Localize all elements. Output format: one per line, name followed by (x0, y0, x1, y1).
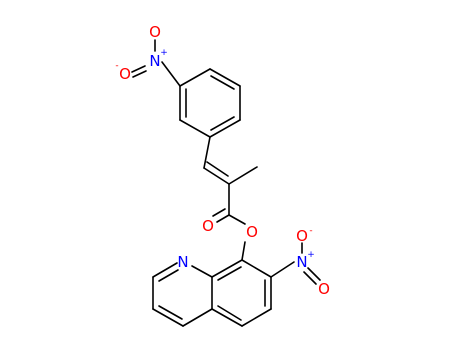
bond (206, 161, 229, 177)
bond (132, 70, 147, 78)
plus-charge: + (160, 48, 168, 58)
bond (217, 266, 242, 281)
nitrogen-atom: N (177, 253, 188, 271)
bond (191, 265, 213, 278)
bond (241, 259, 272, 278)
bond (209, 119, 241, 138)
bond (158, 269, 179, 282)
bond (228, 166, 258, 185)
bond (228, 214, 246, 225)
bond (270, 261, 295, 278)
bond (131, 65, 146, 73)
bond (241, 308, 272, 327)
minus-charge: - (309, 226, 312, 236)
bond (179, 119, 211, 138)
oxygen-atom: O (119, 65, 131, 83)
bond (203, 167, 230, 185)
bond (210, 75, 235, 90)
bond (212, 208, 226, 217)
bond (211, 259, 243, 278)
bond (211, 308, 243, 327)
bond (303, 271, 317, 285)
bond (217, 305, 242, 321)
bond (216, 214, 230, 223)
bond (210, 116, 235, 131)
bond (203, 136, 211, 169)
bond (241, 241, 246, 261)
bonds (131, 39, 321, 327)
oxygen-atom: O (318, 280, 330, 298)
bond (209, 68, 241, 87)
minus-charge: - (115, 61, 118, 71)
bond (158, 305, 183, 320)
bond (182, 308, 213, 327)
nitrogen-atom: N (149, 52, 160, 70)
oxygen-atom: O (296, 227, 308, 245)
bond (161, 61, 181, 87)
nitrogen-atom: N (296, 253, 307, 271)
bond (307, 267, 321, 281)
bond (152, 262, 178, 278)
oxygen-atom: O (202, 217, 214, 235)
oxygen-atom: O (246, 223, 258, 241)
plus-charge: + (307, 250, 315, 260)
bond (152, 308, 184, 327)
bond (179, 68, 211, 87)
atom-labels: O N + O - O O N O - N + O (115, 23, 330, 298)
oxygen-atom: O (149, 23, 161, 41)
